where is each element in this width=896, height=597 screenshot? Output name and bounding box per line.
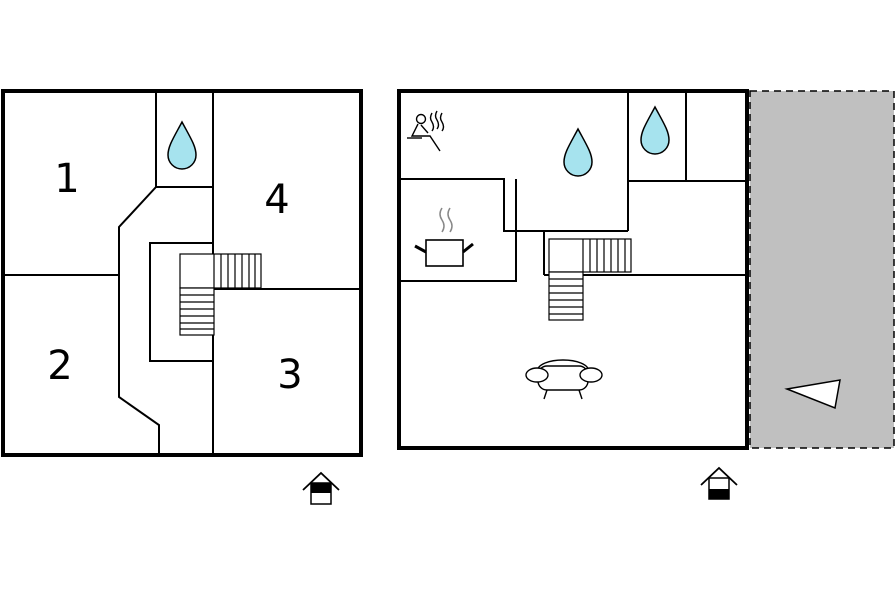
floor-level-house-icon: [700, 466, 738, 500]
cooking-pot-icon: [414, 207, 474, 267]
room-number-2: 2: [47, 343, 72, 389]
direction-triangle-icon: [784, 379, 841, 410]
ground-floor-plan: [397, 89, 895, 500]
floor-level-house-icon: [302, 471, 340, 505]
water-drop-icon: [167, 120, 197, 170]
staircase-icon: [179, 253, 262, 336]
room-number-1: 1: [54, 156, 79, 202]
staircase-icon: [548, 238, 632, 321]
sauna-icon: [407, 110, 445, 152]
water-drop-icon: [640, 105, 670, 155]
room-number-3: 3: [277, 352, 302, 398]
upper-floor-plan: 1 2 3 4: [1, 89, 363, 505]
upper-floor-outer-wall: [1, 89, 363, 457]
room-number-4: 4: [264, 177, 289, 223]
sofa-icon: [525, 359, 603, 400]
water-drop-icon: [563, 127, 593, 177]
